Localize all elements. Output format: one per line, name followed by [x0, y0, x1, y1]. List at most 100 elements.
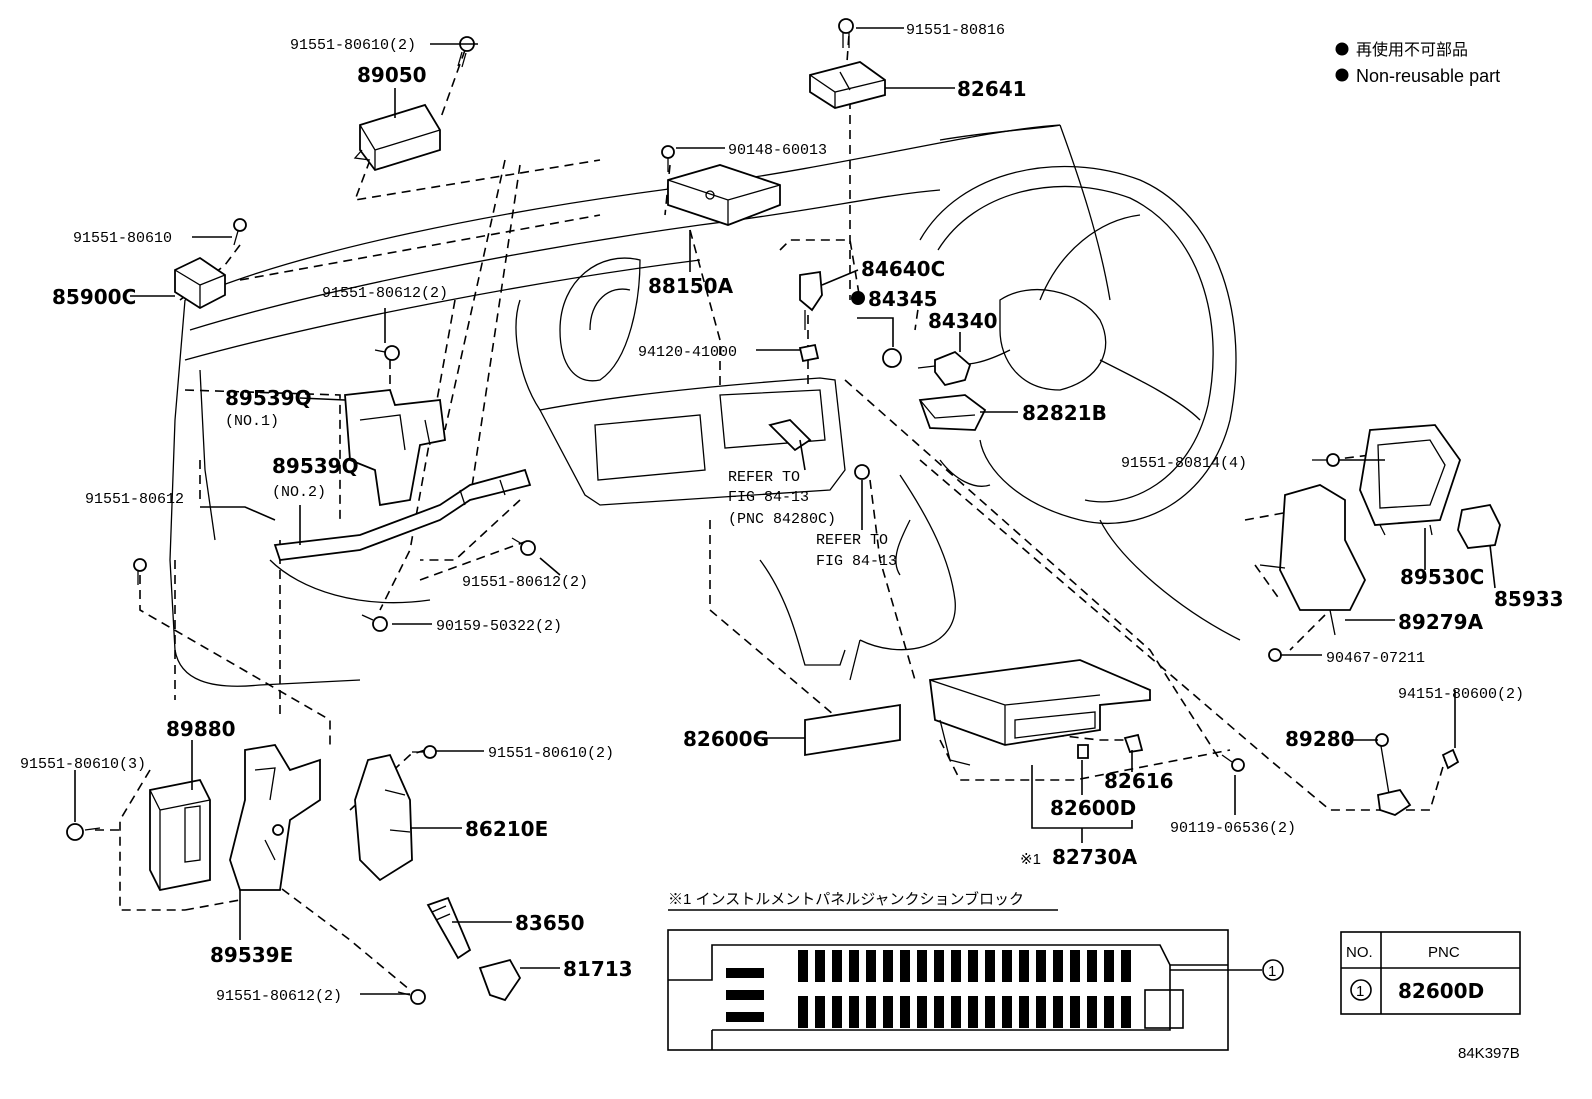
fuse-slot — [951, 996, 961, 1028]
fuse-slot — [1070, 996, 1080, 1028]
pnc-table: NO. PNC 1 82600D — [1340, 931, 1521, 1015]
part-89880-module — [66, 778, 211, 892]
label-89539Q-1: 89539Q — [225, 386, 312, 410]
label-91551-80612-2-c: 91551-80612(2) — [216, 988, 342, 1005]
fuse-slot — [832, 996, 842, 1028]
table-row-pnc: 82600D — [1398, 979, 1484, 1003]
fuse-slot — [1019, 996, 1029, 1028]
label-84640C: 84640C — [861, 257, 945, 281]
fuse-slot — [900, 996, 910, 1028]
fuse-slot — [917, 950, 927, 982]
label-85933: 85933 — [1494, 587, 1564, 611]
fuse-slot — [1070, 950, 1080, 982]
part-94120-41000-nut — [798, 343, 820, 363]
label-91551-80612-2-a: 91551-80612(2) — [322, 285, 448, 302]
fuse-slot — [798, 996, 808, 1028]
fuse-slot — [1019, 950, 1029, 982]
refer-to-1-line1: REFER TO — [728, 469, 800, 486]
label-82600G: 82600G — [683, 727, 769, 751]
label-86210E: 86210E — [465, 817, 548, 841]
part-82616-fuse — [1123, 733, 1144, 754]
refer-to-2-line1: REFER TO — [816, 532, 888, 549]
bolt-icon — [133, 558, 147, 585]
bolt-icon — [361, 614, 388, 632]
label-91551-80610: 91551-80610 — [73, 230, 172, 247]
label-81713: 81713 — [563, 957, 633, 981]
label-82730A-mark: ※1 — [1020, 851, 1041, 868]
instrument-panel-outline — [169, 124, 1241, 687]
fuse-slot — [1121, 950, 1131, 982]
label-83650: 83650 — [515, 911, 585, 935]
label-82730A: 82730A — [1052, 845, 1138, 869]
fuse-slot — [934, 950, 944, 982]
callout-number: 1 — [1268, 963, 1276, 980]
label-89050: 89050 — [357, 63, 427, 87]
fuse-slot — [849, 950, 859, 982]
fuse-slot — [883, 950, 893, 982]
relay-slot — [726, 968, 764, 978]
label-82821B: 82821B — [1022, 401, 1107, 425]
fuse-slot — [1053, 950, 1063, 982]
fuse-slot — [968, 996, 978, 1028]
fuse-slot — [900, 950, 910, 982]
label-91551-80610-2-top: 91551-80610(2) — [290, 37, 416, 54]
label-91551-80612-2-b: 91551-80612(2) — [462, 574, 588, 591]
bolt-icon — [1221, 754, 1245, 772]
part-81713-clip — [478, 958, 522, 1002]
label-94120-41000: 94120-41000 — [638, 344, 737, 361]
label-89279A: 89279A — [1398, 610, 1484, 634]
part-85900C-relay — [174, 218, 247, 310]
junction-block-detail: ※1 インストルメントパネルジャンクションブロック 1 — [667, 890, 1284, 1051]
refer-to-1-line3: (PNC 84280C) — [728, 511, 836, 528]
label-89539Q-2: 89539Q — [272, 454, 359, 478]
fuse-slot — [866, 950, 876, 982]
figure-code: 84K397B — [1458, 1045, 1520, 1062]
relay-slot — [726, 1012, 764, 1022]
label-89280: 89280 — [1285, 727, 1355, 751]
part-84345-clip — [882, 348, 902, 368]
bolt-icon — [1312, 453, 1340, 467]
label-82600D: 82600D — [1050, 796, 1136, 820]
fuse-slot — [1087, 996, 1097, 1028]
fuse-slot — [917, 996, 927, 1028]
fuse-slot — [985, 950, 995, 982]
table-row-no: 1 — [1356, 983, 1364, 1000]
label-91551-80814-4: 91551-80814(4) — [1121, 455, 1247, 472]
label-91551-80816: 91551-80816 — [906, 22, 1005, 39]
part-88150A-sensor — [661, 145, 781, 226]
fuse-slot — [1036, 950, 1046, 982]
fuse-slot — [968, 950, 978, 982]
part-89539Q-bracket — [344, 345, 446, 507]
label-89880: 89880 — [166, 717, 236, 741]
legend: 再使用不可部品 Non-reusable part — [1335, 41, 1500, 86]
label-no1: (NO.1) — [225, 413, 279, 430]
bolt-icon — [511, 537, 536, 556]
part-89050-module — [353, 103, 441, 172]
part-82641-unit — [809, 61, 886, 109]
part-82600D-fuse — [1077, 744, 1089, 759]
fuse-slot — [1104, 996, 1114, 1028]
fuse-slot — [1036, 996, 1046, 1028]
fuse-slot — [934, 996, 944, 1028]
label-91551-80610-3: 91551-80610(3) — [20, 756, 146, 773]
part-84340-switch — [917, 350, 972, 387]
fuse-slot — [866, 996, 876, 1028]
fuse-slot — [1104, 950, 1114, 982]
part-89280-sensor — [1375, 733, 1460, 816]
fuse-slot — [1087, 950, 1097, 982]
fuse-slot — [883, 996, 893, 1028]
label-82616: 82616 — [1104, 769, 1174, 793]
label-89530C: 89530C — [1400, 565, 1484, 589]
table-row-callout-circle — [1350, 979, 1372, 1001]
label-84345: 84345 — [868, 287, 938, 311]
bolt-icon — [457, 36, 475, 68]
part-89539E-bracket — [229, 744, 321, 891]
part-85933-relay — [1457, 503, 1501, 549]
label-82641: 82641 — [957, 77, 1027, 101]
label-91551-80612: 91551-80612 — [85, 491, 184, 508]
label-90148-60013: 90148-60013 — [728, 142, 827, 159]
fuse-slot — [815, 950, 825, 982]
part-89539Q-no2-bracket — [273, 468, 532, 561]
fuse-slot — [1121, 996, 1131, 1028]
